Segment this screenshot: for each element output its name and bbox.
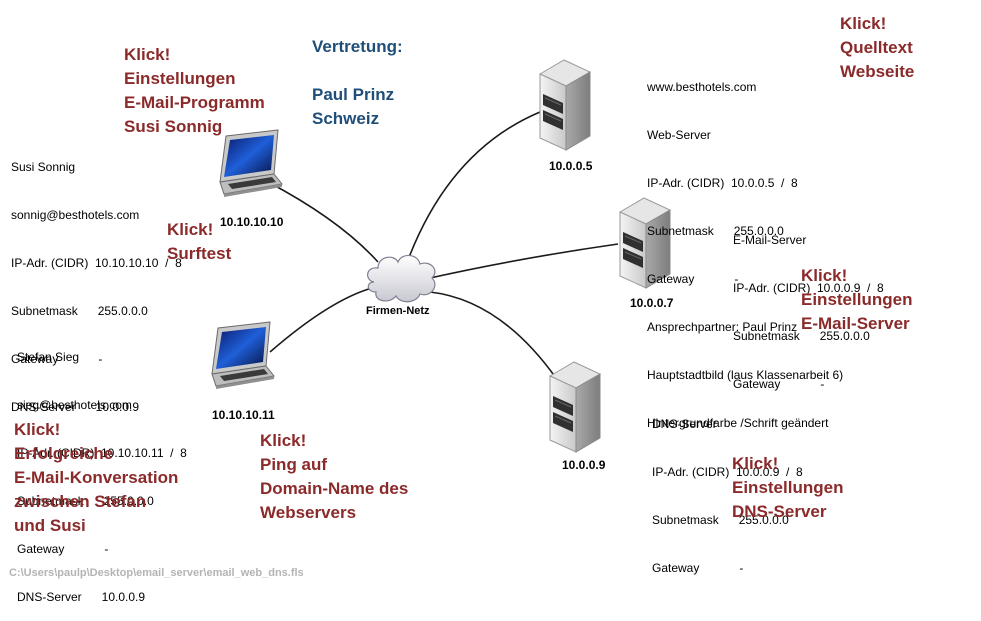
- info-line: Web-Server: [647, 128, 711, 142]
- link-line: Surftest: [167, 244, 232, 263]
- info-line: Ansprechpartner: Paul Prinz: [647, 320, 798, 334]
- link-line: Webseite: [840, 62, 915, 81]
- dns-server-settings-link[interactable]: Klick! Einstellungen DNS-Server: [732, 452, 843, 524]
- web-server-icon[interactable]: [539, 59, 591, 151]
- representative-country: Schweiz: [312, 109, 380, 128]
- info-line: Gateway -: [647, 272, 739, 286]
- info-line: IP-Adr. (CIDR) 10.0.0.9 / 8: [733, 281, 884, 295]
- link-line: Klick!: [124, 45, 171, 64]
- info-line: Gateway -: [733, 377, 825, 391]
- mail-server-info: E-Mail-Server IP-Adr. (CIDR) 10.0.0.9 / …: [733, 200, 884, 408]
- mail-program-settings-link[interactable]: Klick! Einstellungen E-Mail-Programm Sus…: [124, 43, 265, 139]
- info-line: Hintergrundfarbe /Schrift geändert: [647, 416, 829, 430]
- info-line: sonnig@besthotels.com: [11, 208, 140, 222]
- info-line: Gateway -: [652, 561, 744, 575]
- link-dns-server: [429, 291, 557, 379]
- mail-server-ip: 10.0.0.7: [630, 296, 674, 310]
- info-line: Subnetmask 255.0.0.0: [17, 494, 154, 508]
- info-line: DNS-Server 10.0.0.9: [17, 590, 146, 604]
- info-line: Susi Sonnig: [11, 160, 76, 174]
- link-line: und Susi: [14, 516, 86, 535]
- info-line: sieg@besthotels.com: [17, 398, 132, 412]
- link-line: E-Mail-Konversation: [14, 468, 179, 487]
- source-code-link[interactable]: Klick! Quelltext Webseite: [840, 12, 914, 84]
- info-line: Gateway -: [11, 352, 103, 366]
- network-links: [267, 111, 619, 379]
- link-line: Quelltext: [840, 38, 913, 57]
- info-line: Gateway -: [17, 542, 109, 556]
- link-line: Einstellungen: [124, 69, 236, 88]
- info-line: E-Mail-Server: [733, 233, 807, 247]
- link-line: zwischen Stefan: [14, 492, 147, 511]
- laptop-susi-ip: 10.10.10.10: [220, 215, 284, 229]
- link-line: Erfolgreiche: [14, 444, 114, 463]
- link-line: DNS-Server: [732, 502, 827, 521]
- representative-heading: Vertretung:: [312, 37, 403, 56]
- link-line: Klick!: [260, 431, 307, 450]
- laptop-stefan-icon[interactable]: [211, 321, 275, 390]
- file-path-label: C:\Users\paulp\Desktop\email_server\emai…: [9, 567, 304, 579]
- info-line: Stefan Sieg: [17, 350, 80, 364]
- dns-server-info: DNS-Server IP-Adr. (CIDR) 10.0.0.9 / 8 S…: [652, 384, 803, 592]
- info-line: IP-Adr. (CIDR) 10.0.0.9 / 8: [652, 465, 803, 479]
- link-web-server: [407, 111, 541, 261]
- link-line: Klick!: [732, 454, 779, 473]
- info-line: IP-Adr. (CIDR) 10.10.10.11 / 8: [17, 446, 187, 460]
- link-mail-server: [429, 243, 619, 279]
- link-line: Klick!: [14, 420, 61, 439]
- info-line: DNS-Server: [652, 417, 717, 431]
- info-line: Subnetmask 255.0.0.0: [647, 224, 784, 238]
- info-line: Subnetmask 255.0.0.0: [652, 513, 789, 527]
- link-line: Susi Sonnig: [124, 117, 223, 136]
- info-line: IP-Adr. (CIDR) 10.10.10.10 / 8: [11, 256, 182, 270]
- link-line: Klick!: [801, 266, 848, 285]
- link-line: Ping auf: [260, 455, 328, 474]
- info-line: Hauptstadtbild (laus Klassenarbeit 6): [647, 368, 844, 382]
- link-line: Klick!: [167, 220, 214, 239]
- network-cloud-icon: [367, 254, 436, 303]
- info-line: DNS-Server 10.0.0.9: [11, 400, 140, 414]
- link-line: Klick!: [840, 14, 887, 33]
- web-server-info: www.besthotels.com Web-Server IP-Adr. (C…: [647, 47, 843, 447]
- laptop-susi-icon[interactable]: [219, 129, 283, 198]
- link-line: Einstellungen: [732, 478, 844, 497]
- dns-server-ip: 10.0.0.9: [562, 458, 606, 472]
- link-line: Einstellungen: [801, 290, 913, 309]
- info-line: Subnetmask 255.0.0.0: [733, 329, 870, 343]
- info-line: Subnetmask 255.0.0.0: [11, 304, 148, 318]
- laptop-susi-info: Susi Sonnig sonnig@besthotels.com IP-Adr…: [11, 127, 182, 431]
- email-conversation-link[interactable]: Klick! Erfolgreiche E-Mail-Konversation …: [14, 418, 178, 538]
- link-line: Webservers: [260, 503, 357, 522]
- network-diagram: [211, 59, 671, 453]
- link-laptop-stefan: [269, 287, 373, 353]
- web-server-ip: 10.0.0.5: [549, 159, 593, 173]
- link-line: E-Mail-Programm: [124, 93, 265, 112]
- link-laptop-susi: [267, 181, 379, 263]
- surftest-link[interactable]: Klick! Surftest: [167, 218, 231, 266]
- info-line: www.besthotels.com: [647, 80, 757, 94]
- cloud-label: Firmen-Netz: [366, 305, 430, 317]
- laptop-stefan-ip: 10.10.10.11: [212, 408, 275, 422]
- representative-name: Paul Prinz: [312, 85, 395, 104]
- link-line: Domain-Name des: [260, 479, 409, 498]
- ping-link[interactable]: Klick! Ping auf Domain-Name des Webserve…: [260, 429, 408, 525]
- dns-server-icon[interactable]: [549, 361, 601, 453]
- link-line: E-Mail-Server: [801, 314, 910, 333]
- mail-server-settings-link[interactable]: Klick! Einstellungen E-Mail-Server: [801, 264, 912, 336]
- info-line: IP-Adr. (CIDR) 10.0.0.5 / 8: [647, 176, 798, 190]
